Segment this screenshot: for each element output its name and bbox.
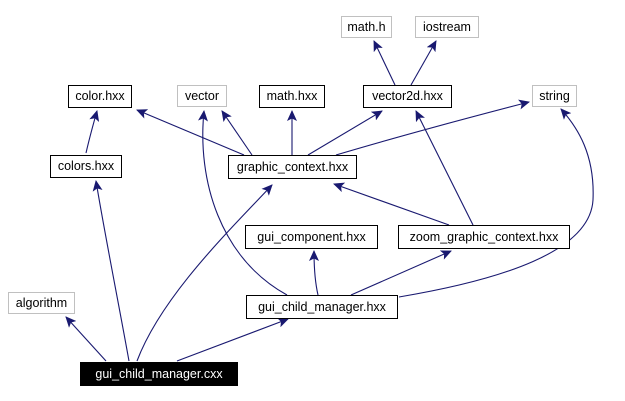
edge-gui-child-manager-cxx-to-algorithm	[65, 316, 107, 362]
edge-zoom-graphic-context-hxx-to-vector2d-hxx	[415, 110, 474, 226]
node-graphic-context-hxx[interactable]: graphic_context.hxx	[228, 155, 357, 179]
edge-vector2d-hxx-to-iostream	[410, 40, 437, 86]
edge-gui-child-manager-hxx-to-zoom-graphic-context-hxx	[350, 250, 452, 296]
edge-gui-child-manager-hxx-to-gui-component-hxx	[309, 250, 320, 296]
node-string: string	[532, 85, 577, 107]
edge-gui-child-manager-cxx-to-colors-hxx	[92, 180, 130, 362]
edge-gui-child-manager-cxx-to-gui-child-manager-hxx	[176, 317, 289, 362]
node-colors-hxx[interactable]: colors.hxx	[50, 155, 122, 178]
node-color-hxx[interactable]: color.hxx	[68, 85, 132, 108]
edge-zoom-graphic-context-hxx-to-graphic-context-hxx	[333, 182, 450, 226]
edge-graphic-context-hxx-to-string	[335, 99, 530, 156]
edge-graphic-context-hxx-to-color-hxx	[136, 109, 245, 156]
node-vector: vector	[177, 85, 227, 107]
edge-vector2d-hxx-to-math-h	[373, 40, 396, 86]
node-gui-child-manager-cxx: gui_child_manager.cxx	[80, 362, 238, 386]
node-math-hxx[interactable]: math.hxx	[259, 85, 325, 108]
edge-gui-child-manager-hxx-to-string	[398, 108, 594, 298]
node-vector2d-hxx[interactable]: vector2d.hxx	[363, 85, 452, 108]
node-gui-component-hxx[interactable]: gui_component.hxx	[245, 225, 378, 249]
edge-graphic-context-hxx-to-vector	[221, 110, 253, 156]
node-algorithm: algorithm	[8, 292, 75, 314]
node-gui-child-manager-hxx[interactable]: gui_child_manager.hxx	[246, 295, 398, 319]
edge-gui-child-manager-hxx-to-vector	[198, 110, 288, 296]
edge-colors-hxx-to-color-hxx	[85, 110, 100, 154]
edge-graphic-context-hxx-to-vector2d-hxx	[307, 110, 383, 156]
edge-gui-child-manager-cxx-to-graphic-context-hxx	[136, 184, 273, 362]
node-math-h: math.h	[341, 16, 392, 38]
node-iostream: iostream	[415, 16, 479, 38]
node-zoom-graphic-context-hxx[interactable]: zoom_graphic_context.hxx	[398, 225, 570, 249]
